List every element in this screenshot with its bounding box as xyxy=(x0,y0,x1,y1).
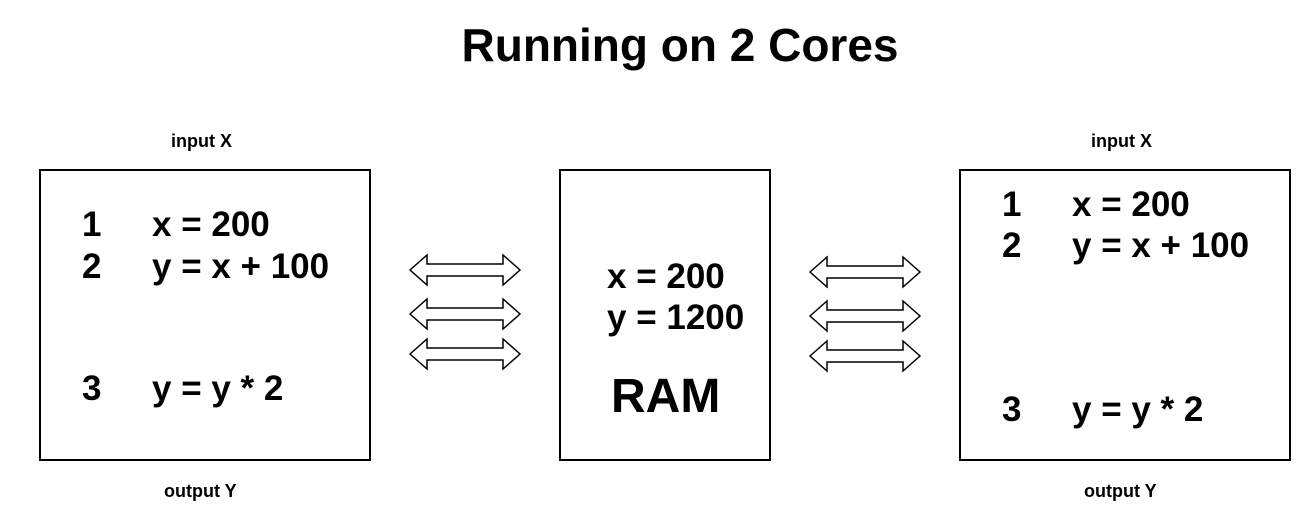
double-arrow-icon xyxy=(408,253,522,287)
double-arrow-icon xyxy=(808,299,922,333)
right-input-label: input X xyxy=(1091,131,1152,151)
double-arrow-icon xyxy=(808,339,922,373)
left-bidirectional-arrows xyxy=(408,253,522,371)
left-input-label: input X xyxy=(171,131,232,151)
double-arrow-icon xyxy=(808,255,922,289)
ram-var-x: x = 200 xyxy=(607,257,725,296)
right-output-label: output Y xyxy=(1084,481,1157,501)
left-core-box xyxy=(39,169,371,461)
right-core-box xyxy=(959,169,1291,461)
ram-box xyxy=(559,169,771,461)
ram-var-y: y = 1200 xyxy=(607,298,745,337)
diagram-title: Running on 2 Cores xyxy=(461,19,899,71)
ram-label: RAM xyxy=(611,370,721,423)
double-arrow-icon xyxy=(408,337,522,371)
double-arrow-icon xyxy=(408,297,522,331)
right-bidirectional-arrows xyxy=(808,255,922,373)
left-output-label: output Y xyxy=(164,481,237,501)
